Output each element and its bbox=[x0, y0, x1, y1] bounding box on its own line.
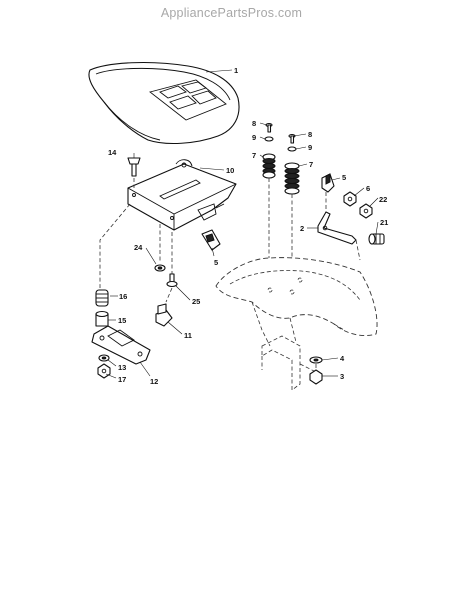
seat-pan[interactable] bbox=[127, 159, 237, 231]
label-2: 2 bbox=[300, 224, 304, 233]
label-16: 16 bbox=[119, 292, 127, 301]
bracket-12[interactable] bbox=[91, 325, 151, 365]
knob-21[interactable] bbox=[368, 233, 385, 245]
bolt-8-left[interactable] bbox=[265, 122, 273, 133]
clip-5-right[interactable] bbox=[321, 173, 335, 193]
label-7a: 7 bbox=[252, 151, 256, 160]
bolt-25[interactable] bbox=[165, 273, 178, 303]
bushing-15[interactable] bbox=[95, 310, 109, 327]
fender-outline bbox=[215, 257, 378, 347]
label-21: 21 bbox=[380, 218, 388, 227]
label-5a: 5 bbox=[214, 258, 218, 267]
label-13: 13 bbox=[118, 363, 126, 372]
label-14: 14 bbox=[108, 148, 117, 157]
leader-lines bbox=[105, 69, 379, 379]
label-6: 6 bbox=[366, 184, 370, 193]
bolt-3[interactable] bbox=[309, 364, 323, 385]
washer-9-left[interactable] bbox=[264, 136, 274, 142]
nut-22[interactable] bbox=[359, 203, 373, 219]
knob-11[interactable] bbox=[155, 303, 173, 327]
watermark: AppliancePartsPros.com bbox=[160, 6, 303, 20]
washer-4[interactable] bbox=[309, 356, 323, 364]
spring-7-right[interactable] bbox=[284, 162, 300, 195]
label-11: 11 bbox=[184, 331, 192, 340]
washer-13[interactable] bbox=[98, 354, 110, 362]
label-22: 22 bbox=[379, 195, 387, 204]
washer-24[interactable] bbox=[154, 264, 166, 272]
mount-bracket-outline bbox=[261, 335, 317, 391]
label-3: 3 bbox=[340, 372, 344, 381]
spring-7-left[interactable] bbox=[262, 153, 276, 179]
label-8a: 8 bbox=[252, 119, 256, 128]
label-8b: 8 bbox=[308, 130, 312, 139]
label-9b: 9 bbox=[308, 143, 312, 152]
bracket-2[interactable] bbox=[317, 211, 361, 261]
label-24: 24 bbox=[134, 243, 143, 252]
label-1: 1 bbox=[234, 66, 238, 75]
label-15: 15 bbox=[118, 316, 126, 325]
bolt-14[interactable] bbox=[127, 157, 141, 188]
label-10: 10 bbox=[226, 166, 234, 175]
label-25: 25 bbox=[192, 297, 200, 306]
part-labels: 1 14 10 8 8 9 9 7 7 5 6 22 21 2 5 24 25 … bbox=[108, 66, 388, 386]
nut-6[interactable] bbox=[343, 191, 357, 207]
label-12: 12 bbox=[150, 377, 158, 386]
seat[interactable] bbox=[88, 61, 240, 144]
washer-9-right[interactable] bbox=[287, 146, 297, 152]
label-4: 4 bbox=[340, 354, 345, 363]
spring-16[interactable] bbox=[95, 289, 109, 307]
label-17: 17 bbox=[118, 375, 126, 384]
label-5b: 5 bbox=[342, 173, 346, 182]
label-9a: 9 bbox=[252, 133, 256, 142]
nut-17[interactable] bbox=[97, 363, 111, 379]
clip-5-left[interactable] bbox=[201, 229, 221, 251]
label-7b: 7 bbox=[309, 160, 313, 169]
